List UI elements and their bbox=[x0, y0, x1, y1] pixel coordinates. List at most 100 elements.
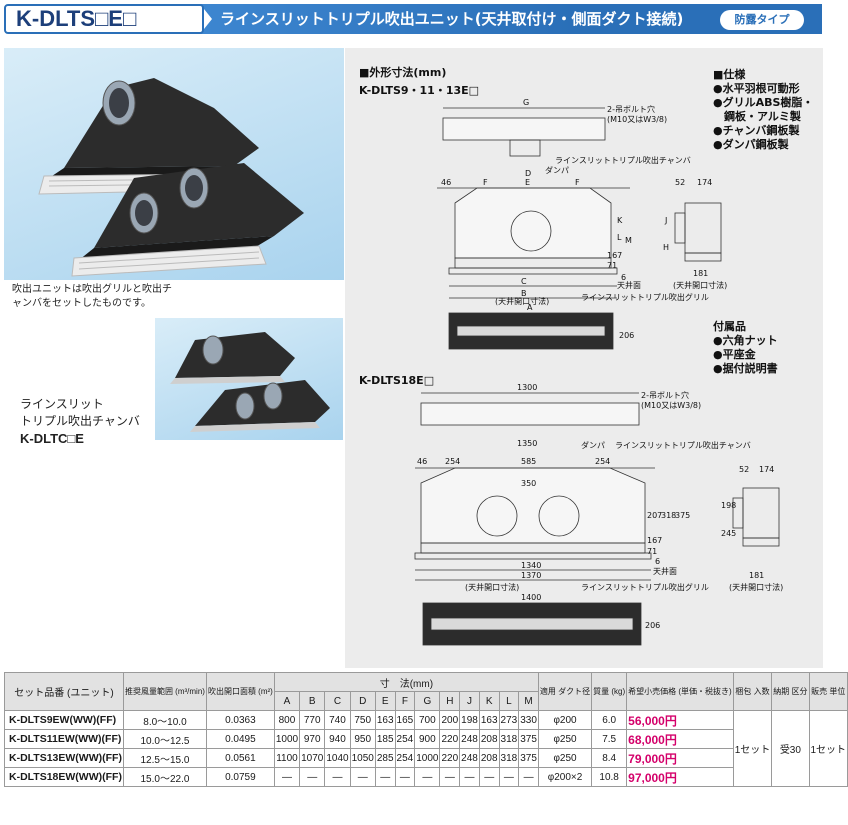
type-badge: 防露タイプ bbox=[720, 10, 804, 30]
table-cell: 900 bbox=[414, 729, 441, 749]
model-code: K-DLTS□E□ bbox=[4, 4, 204, 34]
table-cell: — bbox=[349, 767, 376, 787]
table-cell: φ250 bbox=[537, 748, 593, 768]
dimension-section-title: ■外形寸法(mm) bbox=[359, 66, 447, 79]
th-dim-letter: B bbox=[299, 691, 326, 711]
table-cell: 163 bbox=[374, 710, 396, 730]
label-ceiling-opening-a: (天井開口寸法) bbox=[495, 296, 549, 306]
dim-a-181: 181 bbox=[693, 269, 708, 278]
dim-a-d: D bbox=[525, 169, 531, 178]
dim-a-167: 167 bbox=[607, 251, 622, 260]
th-mass: 質量 (kg) bbox=[591, 672, 628, 711]
page-title: ラインスリットトリプル吹出ユニット(天井取付け・側面ダクト接続) bbox=[220, 10, 684, 28]
dim-b-318: 318 bbox=[661, 511, 676, 520]
dim-a-l: L bbox=[617, 233, 622, 242]
label-damper-b: ダンパ bbox=[581, 440, 605, 450]
dim-a-52: 52 bbox=[675, 178, 685, 187]
table-cell: 56,000円 bbox=[626, 710, 734, 730]
table-cell: 12.5〜15.0 bbox=[122, 748, 207, 768]
table-cell: 1070 bbox=[299, 748, 326, 768]
label-ceiling-opening-a2: (天井開口寸法) bbox=[673, 280, 727, 290]
table-cell: 254 bbox=[394, 729, 416, 749]
table-cell: 0.0561 bbox=[205, 748, 275, 768]
th-dim-letter: D bbox=[349, 691, 376, 711]
dim-b-181: 181 bbox=[749, 571, 764, 580]
table-cell: — bbox=[299, 767, 326, 787]
th-dim-letter: J bbox=[459, 691, 480, 711]
dim-a-j: J bbox=[664, 216, 667, 225]
dim-a-f2: F bbox=[575, 178, 580, 187]
table-cell: 15.0〜22.0 bbox=[122, 767, 207, 787]
dim-b-254: 254 bbox=[445, 457, 460, 466]
label-bolt-spec-b: (M10又はW3/8) bbox=[641, 401, 701, 410]
unit-note: 吹出ユニットは吹出グリルと吹出チャンバをセットしたものです。 bbox=[12, 284, 172, 309]
table-cell: 940 bbox=[324, 729, 351, 749]
label-ceiling-opening-b: (天井開口寸法) bbox=[465, 582, 519, 592]
accessory-item: ●平座金 bbox=[713, 348, 756, 361]
spec-item: ●チャンバ鋼板製 bbox=[713, 124, 800, 137]
table-cell: 1セット bbox=[732, 710, 773, 787]
dim-b-1340: 1340 bbox=[521, 561, 541, 570]
dim-a-k: K bbox=[617, 216, 623, 225]
label-bolt-hole-a: 2-吊ボルト穴 bbox=[607, 104, 655, 114]
th-delivery: 納期 区分 bbox=[771, 672, 810, 711]
table-cell: 375 bbox=[518, 729, 539, 749]
table-cell: K-DLTS11EW(WW)(FF) bbox=[4, 729, 124, 749]
table-cell: 1100 bbox=[273, 748, 301, 768]
table-cell: 220 bbox=[439, 748, 461, 768]
accessories-title: 付属品 bbox=[713, 320, 746, 333]
table-cell: 330 bbox=[518, 710, 539, 730]
table-cell: — bbox=[498, 767, 520, 787]
table-cell: 165 bbox=[394, 710, 416, 730]
dim-a-a: A bbox=[527, 303, 533, 312]
table-cell: 10.8 bbox=[591, 767, 628, 787]
table-cell: 79,000円 bbox=[626, 748, 734, 768]
dim-b-207: 207 bbox=[647, 511, 662, 520]
table-cell: 750 bbox=[349, 710, 376, 730]
product-photo-chamber bbox=[155, 318, 343, 440]
chamber-name-line2: トリプル吹出チャンバ bbox=[20, 414, 140, 428]
dim-b-6: 6 bbox=[655, 557, 660, 566]
label-ceiling-surface-b: 天井面 bbox=[653, 566, 677, 576]
th-dim-letter: M bbox=[518, 691, 539, 711]
th-pack: 梱包 入数 bbox=[732, 672, 773, 711]
th-dim-letter: H bbox=[439, 691, 461, 711]
specs-block: ■仕様 ●水平羽根可動形 ●グリルABS樹脂・ 鋼板・アルミ製 ●チャンバ鋼板製… bbox=[713, 68, 813, 152]
label-chamber-a: ラインスリットトリプル吹出チャンバ bbox=[555, 155, 691, 165]
table-cell: 318 bbox=[498, 729, 520, 749]
dim-b-350: 350 bbox=[521, 479, 536, 488]
page-header: K-DLTS□E□ ラインスリットトリプル吹出ユニット(天井取付け・側面ダクト接… bbox=[0, 0, 825, 40]
table-cell: — bbox=[518, 767, 539, 787]
table-cell: K-DLTS9EW(WW)(FF) bbox=[4, 710, 124, 730]
table-cell: 375 bbox=[518, 748, 539, 768]
product-photo-units bbox=[4, 48, 344, 280]
table-cell: φ200×2 bbox=[537, 767, 593, 787]
dim-a-f: F bbox=[483, 178, 488, 187]
dim-b-206: 206 bbox=[645, 621, 660, 630]
table-cell: 6.0 bbox=[591, 710, 628, 730]
dim-b-585: 585 bbox=[521, 457, 536, 466]
dim-a-h: H bbox=[663, 243, 669, 252]
table-cell: 1000 bbox=[273, 729, 301, 749]
spec-item: 鋼板・アルミ製 bbox=[713, 110, 801, 123]
table-cell: — bbox=[439, 767, 461, 787]
table-cell: 受30 bbox=[771, 710, 810, 787]
product-illustration bbox=[38, 78, 304, 277]
dim-b-46: 46 bbox=[417, 457, 427, 466]
title-bar bbox=[200, 4, 822, 34]
dim-b-1370: 1370 bbox=[521, 571, 541, 580]
table-cell: — bbox=[273, 767, 301, 787]
table-cell: 208 bbox=[478, 748, 500, 768]
table-cell: 97,000円 bbox=[626, 767, 734, 787]
table-cell: — bbox=[414, 767, 441, 787]
table-cell: φ250 bbox=[537, 729, 593, 749]
th-dimensions: 寸 法(mm) bbox=[273, 672, 539, 692]
table-cell: K-DLTS13EW(WW)(FF) bbox=[4, 748, 124, 768]
th-dim-letter: G bbox=[414, 691, 441, 711]
dim-b-167: 167 bbox=[647, 536, 662, 545]
th-dim-letter: F bbox=[394, 691, 416, 711]
table-cell: 8.4 bbox=[591, 748, 628, 768]
label-ceiling-surface-a: 天井面 bbox=[617, 280, 641, 290]
table-cell: 273 bbox=[498, 710, 520, 730]
table-cell: — bbox=[478, 767, 500, 787]
